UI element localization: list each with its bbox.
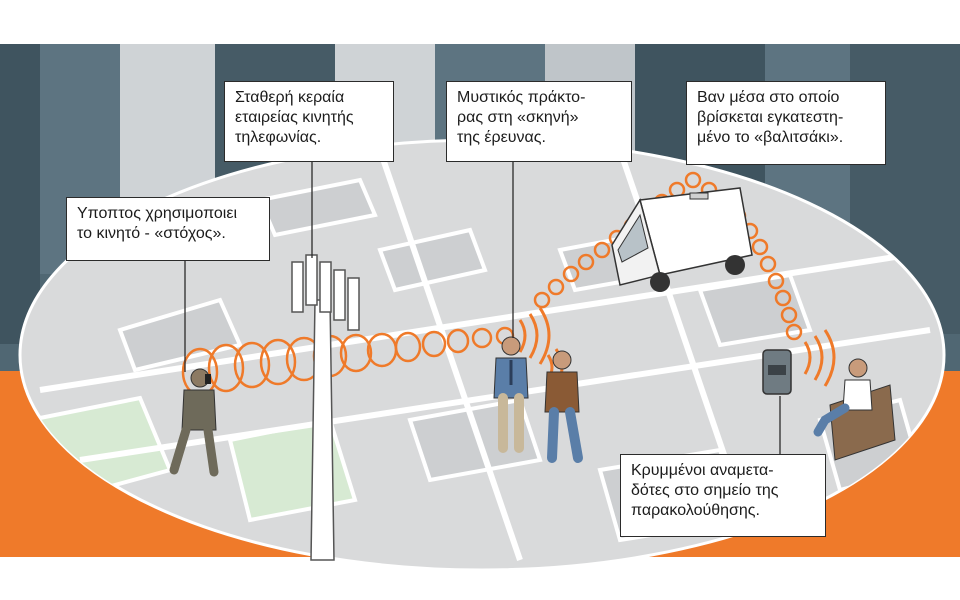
agent-label-line: ρας στη «σκηνή» [457, 109, 579, 126]
van-label-line: βρίσκεται εγκατεστη- [697, 109, 844, 126]
agent-label-line: Μυστικός πράκτο- [457, 89, 586, 106]
antenna-label-line: εταιρείας κινητής [235, 109, 354, 126]
cell-tower-icon [291, 254, 360, 561]
callout-leaders [184, 162, 781, 455]
antenna-label-line: Σταθερή κεραία [235, 89, 345, 106]
van-label: Βαν μέσα στο οποίο βρίσκεται εγκατεστη- … [686, 81, 886, 165]
relays-label-line: παρακολούθησης. [631, 502, 760, 519]
bench-person [813, 358, 896, 461]
relays-label-line: δότες στο σημείο της [631, 482, 779, 499]
agent-label: Μυστικός πράκτο- ρας στη «σκηνή» της έρε… [446, 81, 632, 162]
relays-label: Κρυμμένοι αναμετα- δότες στο σημείο της … [620, 454, 826, 537]
van-label-line: μένο το «βαλιτσάκι». [697, 129, 844, 146]
relays-label-line: Κρυμμένοι αναμετα- [631, 462, 774, 479]
antenna-label-line: τηλεφωνίας. [235, 129, 322, 146]
companion-person [544, 350, 583, 463]
suspect-person [169, 368, 219, 477]
hidden-relay-icon [762, 349, 792, 395]
agent-person [493, 336, 529, 453]
suspect-label-line: το κινητό - «στόχος». [77, 225, 226, 242]
suspect-label-line: Υποπτος χρησιμοποιει [77, 205, 238, 222]
antenna-label: Σταθερή κεραία εταιρείας κινητής τηλεφων… [224, 81, 394, 162]
agent-label-line: της έρευνας. [457, 129, 546, 146]
van-label-line: Βαν μέσα στο οποίο [697, 89, 840, 106]
van-icon [611, 187, 753, 292]
suspect-label: Υποπτος χρησιμοποιει το κινητό - «στόχος… [66, 197, 270, 261]
